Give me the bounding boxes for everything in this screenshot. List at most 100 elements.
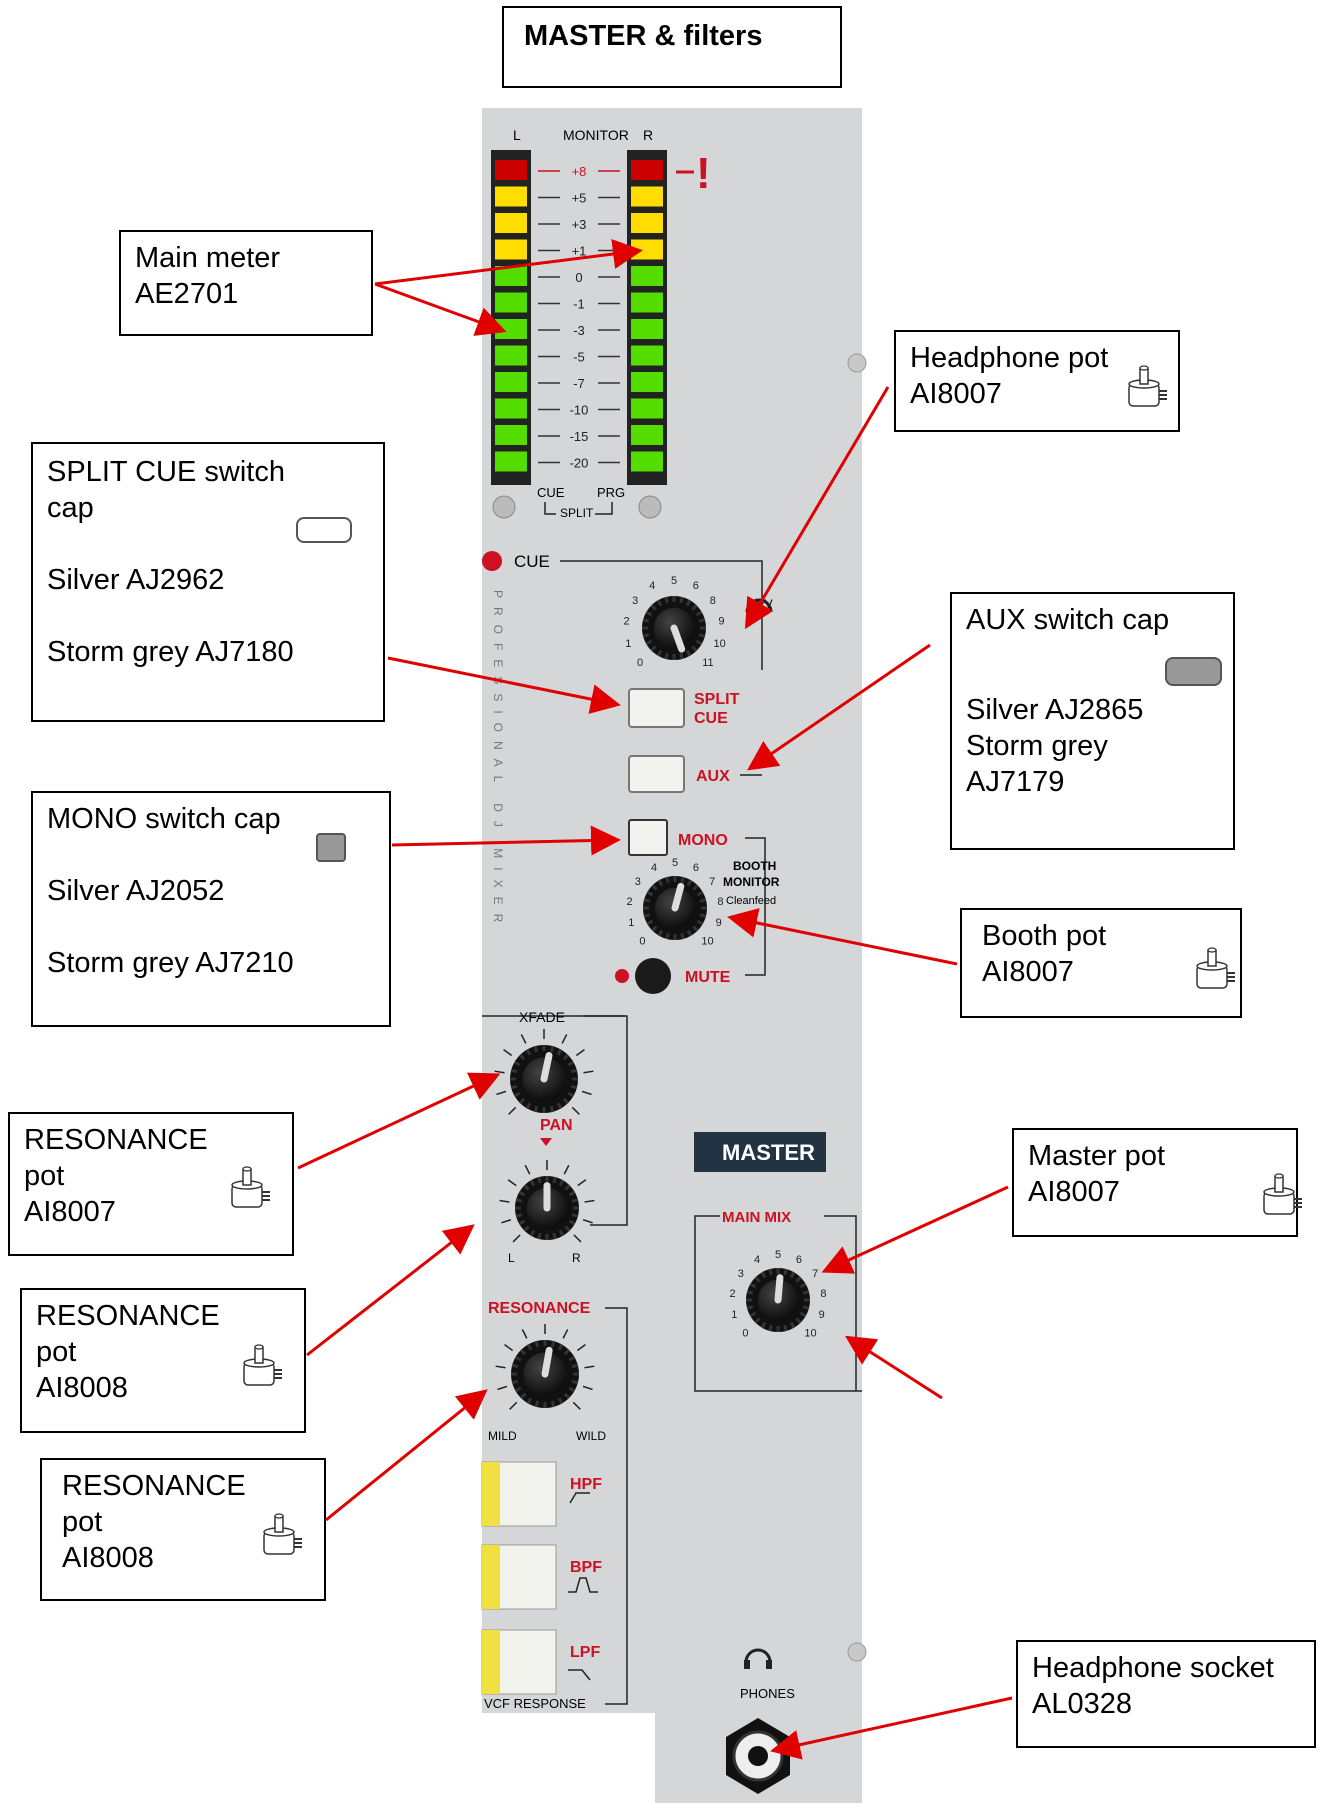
meter-led — [495, 425, 527, 445]
callout-line: AJ7179 — [966, 764, 1219, 800]
knob-scale-label: 11 — [702, 657, 713, 669]
meter-led — [495, 187, 527, 207]
callout-line: MONO switch cap — [47, 801, 375, 837]
knob-scale-label: 6 — [693, 862, 699, 874]
knob-scale-label: 2 — [624, 615, 630, 627]
meter-scale-label: +3 — [572, 217, 587, 232]
knob-scale-label: 1 — [628, 917, 634, 929]
knob-scale-label: 5 — [672, 857, 678, 869]
callout-line: Silver AJ2962 — [47, 562, 369, 598]
meter-led — [631, 160, 663, 180]
mute-led — [615, 969, 629, 983]
callout-line: AE2701 — [135, 276, 357, 312]
knob-scale-label: 8 — [717, 896, 723, 908]
meter-led — [631, 240, 663, 260]
knob-pointer — [544, 1056, 549, 1079]
meter-led — [495, 372, 527, 392]
callout-line: Silver AJ2052 — [47, 873, 375, 909]
knob-scale-label: 6 — [796, 1254, 802, 1266]
callout-line: Storm grey AJ7210 — [47, 945, 375, 981]
callout-line: RESONANCE — [62, 1468, 310, 1504]
knob-scale-label: 1 — [625, 638, 631, 650]
split-cue-cap-icon — [296, 517, 352, 543]
knob-scale-label: 7 — [812, 1268, 818, 1280]
knob-scale-label: 0 — [742, 1328, 748, 1340]
phones-label: PHONES — [740, 1686, 795, 1701]
knob-scale-label: 8 — [820, 1288, 826, 1300]
meter-prg-label: PRG — [597, 485, 625, 500]
knob-scale-label: 6 — [693, 580, 699, 592]
hpf-label: HPF — [570, 1476, 602, 1493]
meter-led — [495, 319, 527, 339]
knob-scale-label: 3 — [635, 876, 641, 888]
callout-line: Silver AJ2865 — [966, 692, 1219, 728]
aux-cap-icon — [1165, 657, 1222, 686]
potentiometer-icon — [250, 1512, 310, 1562]
cleanfeed-label: Cleanfeed — [726, 895, 776, 907]
split-label: SPLIT — [694, 691, 740, 708]
aux-label: AUX — [696, 768, 730, 785]
callout-line: Storm grey — [966, 728, 1219, 764]
meter-led — [495, 266, 527, 286]
potentiometer-icon — [1250, 1172, 1310, 1222]
pan-left-label: L — [508, 1251, 515, 1265]
callout-mono-switch: MONO switch cap Silver AJ2052 Storm grey… — [31, 791, 391, 1027]
knob-scale-label: 0 — [637, 657, 643, 669]
meter-led — [631, 266, 663, 286]
meter-led — [495, 213, 527, 233]
meter-led — [631, 346, 663, 366]
meter-led — [631, 187, 663, 207]
meter-led — [631, 293, 663, 313]
meter-cue-label: CUE — [537, 485, 565, 500]
meter-scale-label: -3 — [573, 323, 585, 338]
master-label: MASTER — [722, 1140, 815, 1165]
meter-led — [495, 160, 527, 180]
mono-switch — [629, 820, 667, 855]
meter-scale-label: +8 — [572, 164, 587, 179]
peak-warning-mark: ! — [696, 149, 711, 198]
booth-label: BOOTH — [733, 859, 776, 873]
cue-switch-label: CUE — [694, 710, 728, 727]
side-brand-text: PROFESSIONAL DJ MIXER — [491, 590, 505, 931]
booth-monitor-label: MONITOR — [723, 875, 780, 889]
callout-line: AUX switch cap — [966, 602, 1219, 638]
knob-scale-label: 5 — [671, 575, 677, 587]
callout-line: Headphone socket — [1032, 1650, 1300, 1686]
lpf-label: LPF — [570, 1644, 600, 1661]
callout-line: Main meter — [135, 240, 357, 276]
meter-scale-label: -1 — [573, 297, 585, 312]
knob-scale-label: 4 — [754, 1254, 760, 1266]
callout-headphone-socket: Headphone socket AL0328 — [1016, 1640, 1316, 1748]
callout-line: RESONANCE — [24, 1122, 278, 1158]
knob-scale-label: 8 — [710, 595, 716, 607]
callout-split-cue-switch: SPLIT CUE switch cap Silver AJ2962 Storm… — [31, 442, 385, 722]
mute-label: MUTE — [685, 969, 731, 986]
meter-scale-label: -15 — [570, 429, 589, 444]
callout-line: RESONANCE — [36, 1298, 290, 1334]
meter-led — [631, 372, 663, 392]
knob-scale-label: 2 — [627, 896, 633, 908]
pan-label: PAN — [540, 1117, 573, 1134]
callout-line: SPLIT CUE switch — [47, 454, 369, 490]
potentiometer-icon — [1183, 946, 1243, 996]
mono-cap-icon — [316, 833, 346, 862]
callout-aux-switch: AUX switch cap Silver AJ2865 Storm grey … — [950, 592, 1235, 850]
callout-line: Master pot — [1028, 1138, 1282, 1174]
knob-scale-label: 1 — [731, 1309, 737, 1321]
split-cue-switch — [629, 689, 684, 727]
meter-led — [631, 213, 663, 233]
meter-split-label: SPLIT — [560, 506, 594, 520]
meter-scale-label: 0 — [575, 270, 582, 285]
meter-r-label: R — [643, 127, 653, 143]
meter-led — [495, 452, 527, 472]
knob-scale-label: 5 — [775, 1249, 781, 1261]
potentiometer-icon — [1115, 364, 1175, 414]
main-mix-label: MAIN MIX — [722, 1209, 791, 1226]
meter-led — [631, 452, 663, 472]
mute-button — [635, 958, 671, 994]
meter-scale-label: -10 — [570, 403, 589, 418]
knob-scale-label: 9 — [718, 615, 724, 627]
screw-icon — [848, 1643, 866, 1661]
meter-led — [631, 319, 663, 339]
knob-scale-label: 3 — [632, 595, 638, 607]
